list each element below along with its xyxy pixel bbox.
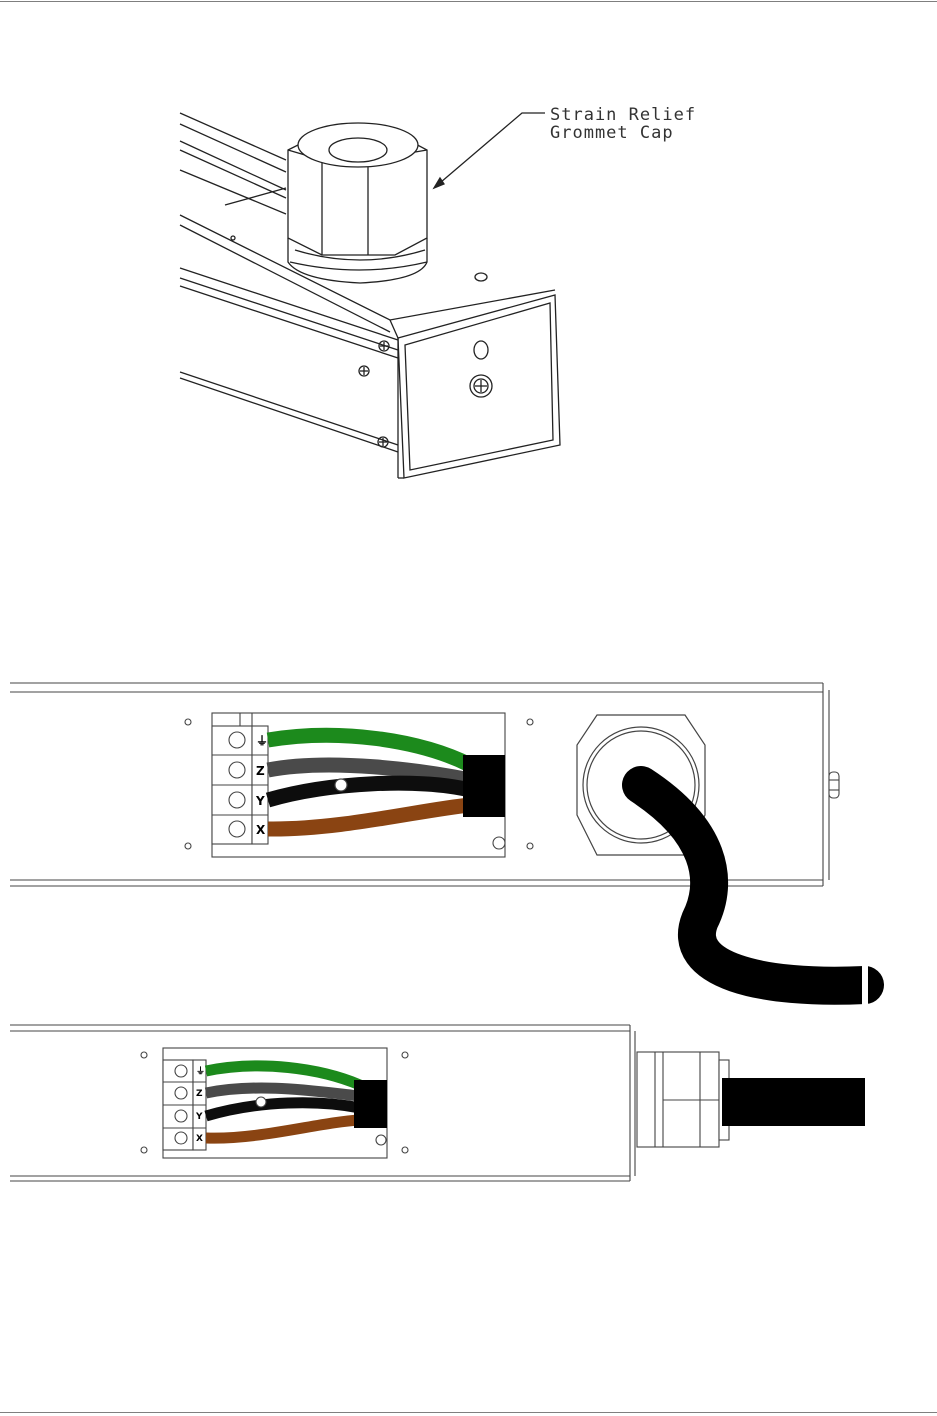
z-wire-small	[206, 1088, 360, 1096]
terminal-label-x-small: X	[196, 1134, 203, 1144]
terminal-label-z-small: Z	[196, 1089, 203, 1099]
terminal-label-y-small: Y	[195, 1112, 203, 1122]
ground-wire-small	[206, 1066, 360, 1085]
front-view-grommet: ⏚ Z Y X	[10, 683, 868, 1010]
terminal-label-y: Y	[255, 794, 265, 808]
wire-bundle	[268, 735, 470, 829]
callout-line-2: Grommet Cap	[550, 123, 674, 143]
terminal-label-ground: ⏚	[256, 734, 268, 748]
power-cable-straight	[722, 1078, 865, 1126]
power-cable	[641, 785, 865, 986]
x-wire-small	[206, 1120, 360, 1138]
x-wire	[268, 805, 470, 829]
wire-bundle-small	[206, 1066, 360, 1138]
y-wire	[268, 783, 470, 800]
y-wire-small	[206, 1103, 360, 1116]
terminal-label-z: Z	[256, 764, 265, 778]
isometric-end-view	[180, 113, 560, 478]
cable-jacket-end-small	[354, 1080, 387, 1128]
terminal-label-x: X	[256, 823, 266, 837]
callout-line-1: Strain Relief	[550, 105, 696, 125]
cable-jacket-end	[463, 755, 505, 817]
side-view-straight: ⏚ Z Y X	[10, 1025, 865, 1181]
terminal-label-ground-small: ⏚	[196, 1066, 205, 1077]
